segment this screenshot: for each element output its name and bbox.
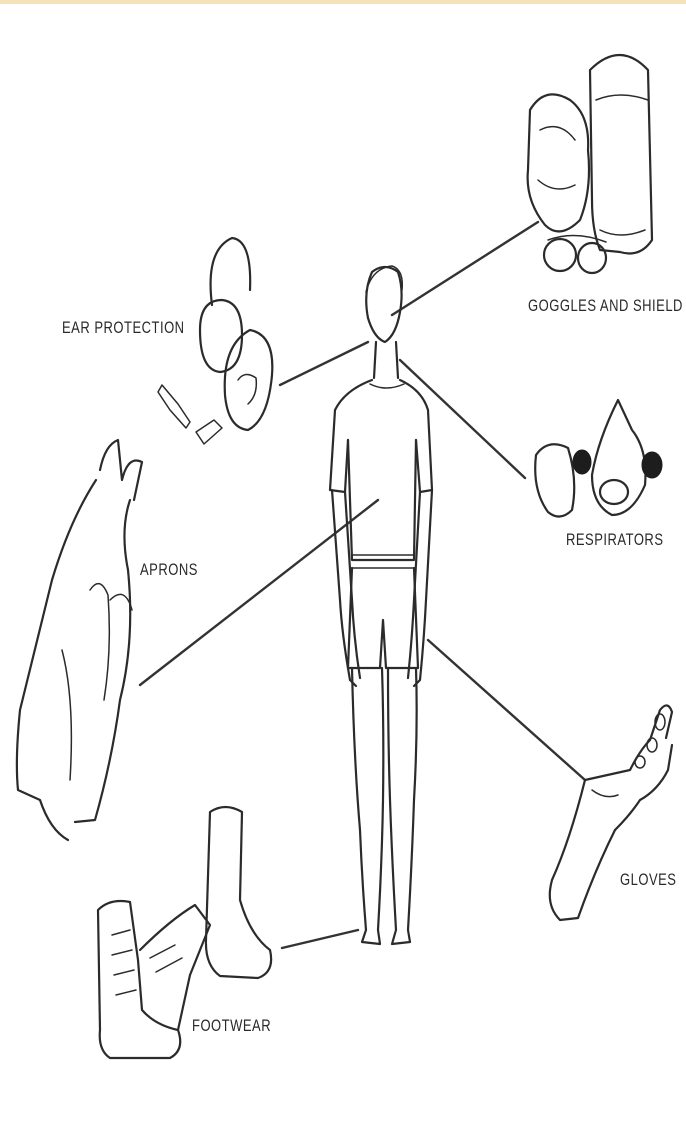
goggles-and-shield-illustration bbox=[528, 55, 652, 273]
leader-ear bbox=[280, 342, 368, 385]
leader-goggles bbox=[392, 222, 538, 315]
leader-respirators bbox=[400, 360, 525, 478]
aprons-illustration bbox=[17, 440, 142, 840]
leader-aprons bbox=[140, 500, 378, 685]
label-gloves: GLOVES bbox=[620, 870, 676, 889]
human-figure bbox=[330, 266, 432, 944]
respirators-illustration bbox=[535, 400, 662, 517]
leader-footwear bbox=[282, 930, 358, 948]
label-goggles-and-shield: GOGGLES AND SHIELD bbox=[528, 296, 683, 315]
ear-protection-illustration bbox=[158, 238, 272, 444]
label-ear-protection: EAR PROTECTION bbox=[62, 318, 185, 337]
leader-lines bbox=[140, 222, 585, 948]
leader-gloves bbox=[428, 640, 585, 780]
label-footwear: FOOTWEAR bbox=[192, 1016, 271, 1035]
label-aprons: APRONS bbox=[140, 560, 198, 579]
label-respirators: RESPIRATORS bbox=[566, 530, 663, 549]
